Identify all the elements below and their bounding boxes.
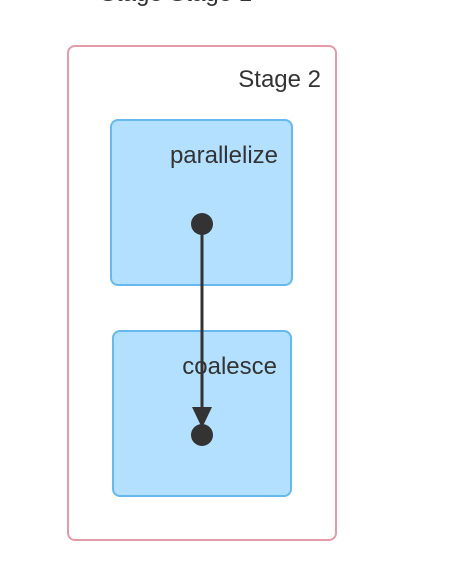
node-parallelize-label: parallelize <box>169 142 278 169</box>
cropped-top-text: Stage Stage 1 <box>100 0 300 6</box>
node-coalesce: coalesce <box>112 330 292 497</box>
node-coalesce-label: coalesce <box>182 353 277 380</box>
stage-label: Stage 2 <box>238 66 321 93</box>
node-parallelize: parallelize <box>110 119 293 286</box>
